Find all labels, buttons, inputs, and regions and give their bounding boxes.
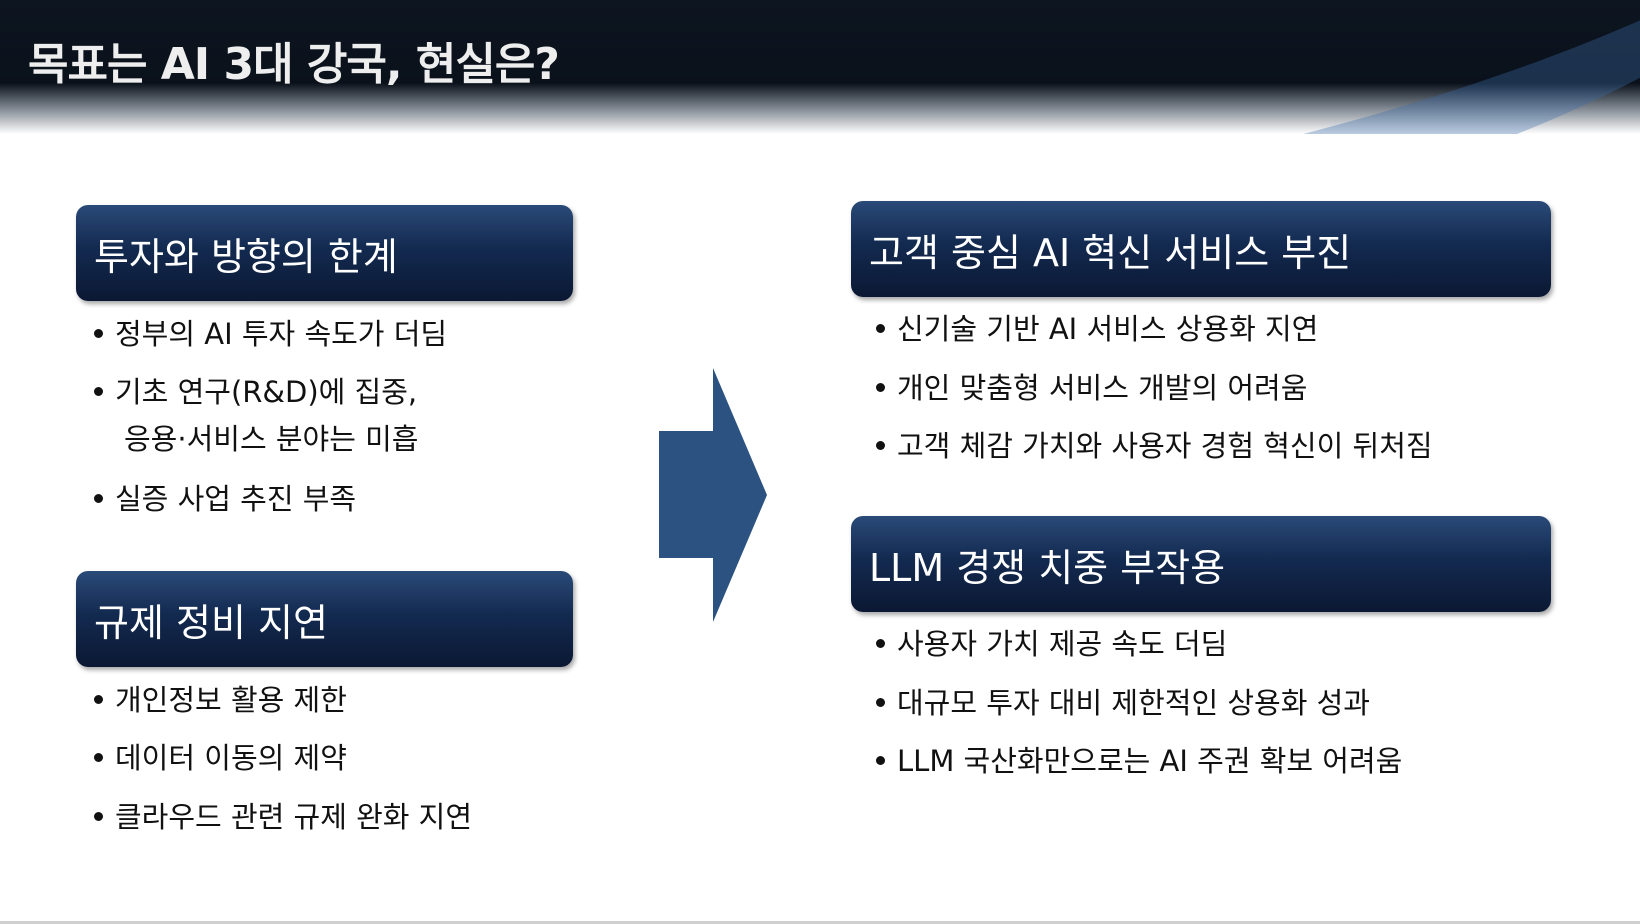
list-item: 클라우드 관련 규제 완화 지연 bbox=[94, 794, 472, 836]
list-item: 신기술 기반 AI 서비스 상용화 지연 bbox=[876, 306, 1318, 348]
bullet-icon bbox=[876, 440, 885, 450]
bullet-icon bbox=[876, 697, 885, 707]
list-item: 개인 맞춤형 서비스 개발의 어려움 bbox=[876, 365, 1307, 407]
bullet-icon bbox=[94, 752, 103, 762]
section-heading-regulation: 규제 정비 지연 bbox=[76, 571, 573, 667]
bullet-icon bbox=[94, 386, 103, 396]
bottom-divider bbox=[0, 921, 1640, 924]
list-item: 고객 체감 가치와 사용자 경험 혁신이 뒤처짐 bbox=[876, 423, 1433, 465]
list-item: 실증 사업 추진 부족 bbox=[94, 476, 356, 518]
right-arrow-icon bbox=[659, 368, 767, 622]
bullet-icon bbox=[876, 755, 885, 765]
title-banner: 목표는 AI 3대 강국, 현실은? bbox=[0, 0, 1640, 134]
bullet-icon bbox=[94, 694, 103, 704]
bullet-icon bbox=[876, 638, 885, 648]
section-heading-customer-ai: 고객 중심 AI 혁신 서비스 부진 bbox=[851, 201, 1551, 297]
bullet-icon bbox=[94, 328, 103, 338]
list-item: 데이터 이동의 제약 bbox=[94, 735, 347, 777]
bullet-icon bbox=[94, 493, 103, 503]
bullet-icon bbox=[876, 382, 885, 392]
bullet-icon bbox=[94, 811, 103, 821]
bullet-icon bbox=[876, 323, 885, 333]
list-item: 대규모 투자 대비 제한적인 상용화 성과 bbox=[876, 680, 1370, 722]
list-item: 개인정보 활용 제한 bbox=[94, 677, 347, 719]
list-item: 사용자 가치 제공 속도 더딤 bbox=[876, 621, 1227, 663]
list-item: LLM 국산화만으로는 AI 주권 확보 어려움 bbox=[876, 738, 1402, 780]
list-item: 기초 연구(R&D)에 집중, bbox=[94, 369, 417, 411]
list-item: 정부의 AI 투자 속도가 더딤 bbox=[94, 311, 447, 353]
section-heading-investment: 투자와 방향의 한계 bbox=[76, 205, 573, 301]
section-heading-llm: LLM 경쟁 치중 부작용 bbox=[851, 516, 1551, 612]
slide-title: 목표는 AI 3대 강국, 현실은? bbox=[28, 39, 560, 90]
list-item-continuation: 응용·서비스 분야는 미흡 bbox=[124, 422, 419, 456]
